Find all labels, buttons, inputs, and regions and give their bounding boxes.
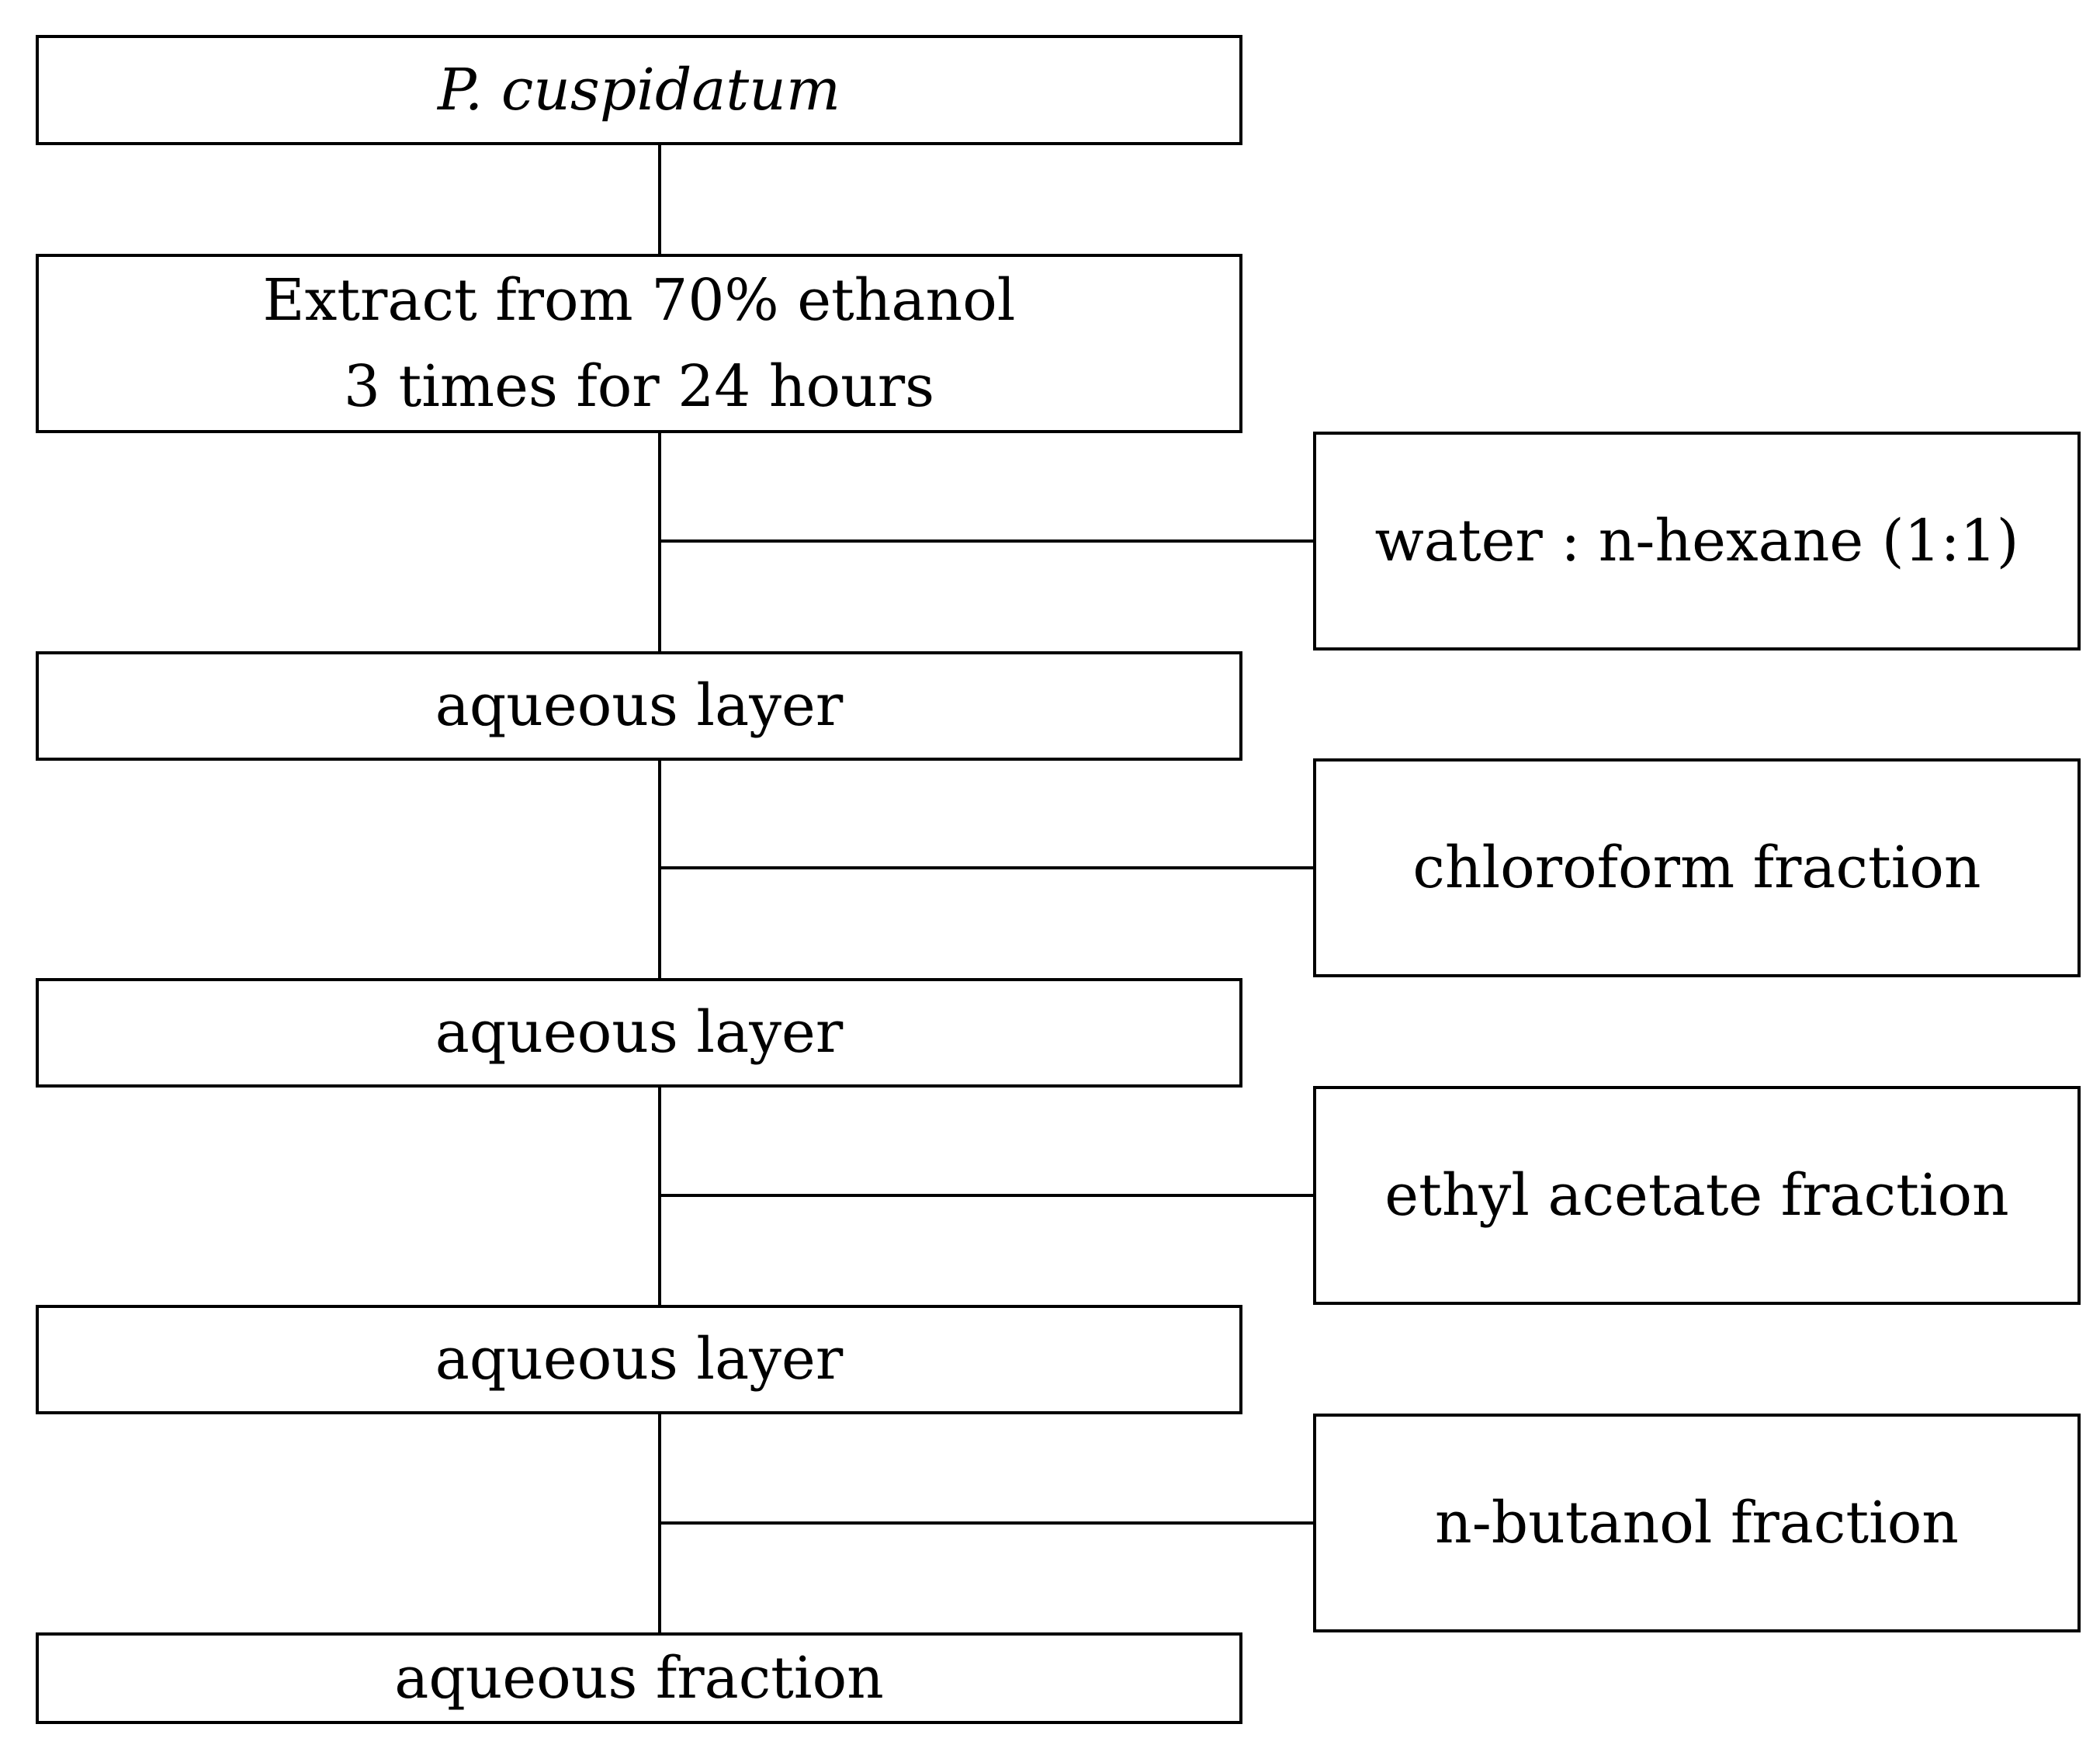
- aqueous-layer-box-2: aqueous layer: [36, 978, 1242, 1088]
- extract-line-1: Extract from 70% ethanol: [262, 266, 1016, 334]
- connector-aqueous-1-to-aqueous-2: [658, 761, 661, 978]
- source-label: P. cuspidatum: [437, 56, 840, 123]
- ethyl-acetate-fraction-label: ethyl acetate fraction: [1384, 1161, 2009, 1229]
- chloroform-fraction-label: chloroform fraction: [1412, 834, 1981, 901]
- extract-line-2: 3 times for 24 hours: [343, 352, 935, 420]
- aqueous-fraction-box: aqueous fraction: [36, 1632, 1242, 1724]
- hexane-fraction-label: water : n-hexane (1:1): [1374, 507, 2019, 574]
- aqueous-layer-box-1: aqueous layer: [36, 651, 1242, 761]
- hexane-fraction-box: water : n-hexane (1:1): [1313, 432, 2081, 650]
- connector-source-to-extract: [658, 145, 661, 254]
- n-butanol-fraction-box: n-butanol fraction: [1313, 1414, 2081, 1632]
- aqueous-layer-label-3: aqueous layer: [435, 1326, 844, 1393]
- aqueous-fraction-label: aqueous fraction: [394, 1644, 884, 1712]
- source-box: P. cuspidatum: [36, 35, 1242, 145]
- n-butanol-fraction-label: n-butanol fraction: [1435, 1489, 1959, 1556]
- chloroform-fraction-box: chloroform fraction: [1313, 758, 2081, 977]
- aqueous-layer-label-2: aqueous layer: [435, 999, 844, 1066]
- extract-box: Extract from 70% ethanol 3 times for 24 …: [36, 254, 1242, 433]
- branch-to-n-butanol-fraction: [658, 1521, 1313, 1525]
- ethyl-acetate-fraction-box: ethyl acetate fraction: [1313, 1086, 2081, 1305]
- aqueous-layer-box-3: aqueous layer: [36, 1305, 1242, 1414]
- branch-to-ethyl-acetate-fraction: [658, 1194, 1313, 1197]
- branch-to-hexane-fraction: [658, 539, 1313, 543]
- aqueous-layer-label-1: aqueous layer: [435, 672, 844, 739]
- branch-to-chloroform-fraction: [658, 866, 1313, 869]
